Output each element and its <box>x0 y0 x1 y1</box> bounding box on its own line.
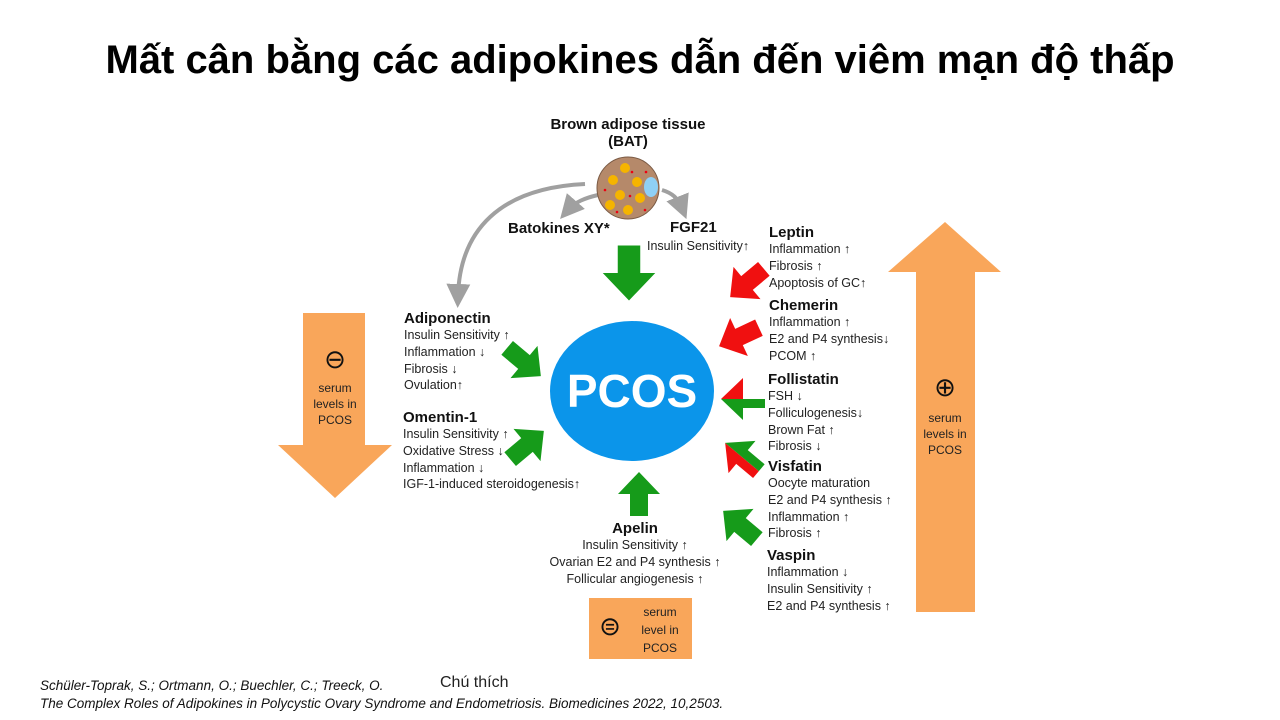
pcos-label: PCOS <box>566 365 698 417</box>
adipokine-apelin: Apelin Insulin Sensitivity ↑ Ovarian E2 … <box>535 520 735 587</box>
adipokine-name: Leptin <box>769 224 814 241</box>
effect: E2 and P4 synthesis ↑ <box>767 598 891 613</box>
adipokine-name: Apelin <box>612 520 658 537</box>
adipokine-name: Visfatin <box>768 458 822 475</box>
effect: Insulin Sensitivity ↑ <box>403 427 509 441</box>
serum-line: levels in <box>313 397 357 411</box>
decrease-orange-arrow <box>278 313 392 498</box>
effect: Folliculogenesis↓ <box>768 405 864 420</box>
batokines-label: Batokines XY* <box>508 220 610 237</box>
follistatin-mixed-arrow <box>721 378 765 420</box>
chemerin-red-arrow <box>710 308 768 366</box>
adipokine-name: Adiponectin <box>404 310 491 327</box>
effect: Fibrosis ↓ <box>768 439 822 454</box>
right-serum-text: serum levels in PCOS <box>910 410 980 458</box>
bat-label-line1: Brown adipose tissue <box>550 116 706 133</box>
serum-line: serum <box>318 381 352 395</box>
minus-circle-icon: ⊖ <box>324 344 346 374</box>
effect: Ovarian E2 and P4 synthesis ↑ <box>549 554 721 569</box>
effect: Apoptosis of GC↑ <box>769 275 867 290</box>
effect: Brown Fat ↑ <box>768 422 835 437</box>
serum-line: level in <box>641 623 679 637</box>
serum-line: serum <box>928 411 962 425</box>
effect: Insulin Sensitivity ↑ <box>767 581 873 596</box>
effect: Inflammation ↑ <box>769 242 851 256</box>
bat-to-batokines-arrow <box>560 193 599 220</box>
adipokine-name: Chemerin <box>769 297 839 314</box>
effect: Inflammation ↑ <box>769 315 851 329</box>
serum-line: PCOS <box>927 443 962 457</box>
fgf21-effect: Insulin Sensitivity↑ <box>647 239 750 253</box>
effect: IGF-1-induced steroidogenesis↑ <box>403 477 581 492</box>
effect: Inflammation ↓ <box>403 460 485 475</box>
effect: E2 and P4 synthesis↓ <box>769 331 890 346</box>
adipokine-chemerin: Chemerin Inflammation ↑ E2 and P4 synthe… <box>769 297 889 364</box>
effect: Oxidative Stress ↓ <box>403 443 504 458</box>
pcos-ellipse <box>550 321 714 461</box>
bat-to-adiponectin-arrow <box>446 182 586 308</box>
serum-line: levels in <box>923 427 967 441</box>
bat-cell-icon <box>596 156 660 220</box>
adipokine-omentin: Omentin-1 Insulin Sensitivity ↑ Oxidativ… <box>403 409 580 493</box>
effect: Fibrosis ↓ <box>404 361 458 376</box>
visfatin-mixed-arrow <box>725 440 765 479</box>
equal-circle-icon: ⊜ <box>599 611 621 641</box>
adipokine-name: Follistatin <box>768 371 839 388</box>
effect: Follicular angiogenesis ↑ <box>566 571 704 586</box>
serum-line: serum <box>643 605 677 619</box>
bat-label-line2: (BAT) <box>608 133 648 150</box>
effect: Insulin Sensitivity ↑ <box>582 538 688 552</box>
effect: Inflammation ↑ <box>768 509 850 524</box>
citation-title: The Complex Roles of Adipokines in Polyc… <box>40 696 724 711</box>
fgf21-label: FGF21 <box>670 219 717 236</box>
citation-authors: Schüler-Toprak, S.; Ortmann, O.; Buechle… <box>40 678 384 693</box>
bat-label: Brown adipose tissue (BAT) <box>528 116 728 150</box>
effect: E2 and P4 synthesis ↑ <box>768 492 892 507</box>
serum-line: PCOS <box>642 641 677 655</box>
adipokine-vaspin: Vaspin Inflammation ↓ Insulin Sensitivit… <box>767 547 891 614</box>
bat-to-fgf21-arrow <box>661 188 689 220</box>
effect: Oocyte maturation <box>768 476 871 490</box>
effect: Inflammation ↓ <box>404 344 486 359</box>
adipokine-name: Omentin-1 <box>403 409 478 426</box>
effect: FSH ↓ <box>768 389 803 403</box>
effect: PCOM ↑ <box>769 348 817 363</box>
adipokine-follistatin: Follistatin FSH ↓ Folliculogenesis↓ Brow… <box>768 371 863 455</box>
slide-title: Mất cân bằng các adipokines dẫn đến viêm… <box>105 38 1175 82</box>
caption-placeholder[interactable]: Chú thích <box>440 674 509 691</box>
effect: Ovulation↑ <box>404 378 464 393</box>
equal-orange-box <box>589 598 692 659</box>
effect: Inflammation ↓ <box>767 565 849 579</box>
plus-circle-icon: ⊕ <box>934 372 956 402</box>
effect: Fibrosis ↑ <box>769 258 823 273</box>
adipokine-visfatin: Visfatin Oocyte maturation E2 and P4 syn… <box>768 458 892 542</box>
adipokine-leptin: Leptin Inflammation ↑ Fibrosis ↑ Apoptos… <box>769 224 866 291</box>
adipokine-adiponectin: Adiponectin Insulin Sensitivity ↑ Inflam… <box>404 310 510 394</box>
increase-orange-arrow <box>888 222 1001 612</box>
effect: Fibrosis ↑ <box>768 526 822 541</box>
left-serum-text: serum levels in PCOS <box>300 380 370 428</box>
effect: Insulin Sensitivity ↑ <box>404 328 510 342</box>
adipokine-name: Vaspin <box>767 547 816 564</box>
apelin-green-arrow <box>618 472 660 516</box>
serum-line: PCOS <box>317 413 352 427</box>
bottom-serum-text: serum level in PCOS <box>630 603 690 657</box>
